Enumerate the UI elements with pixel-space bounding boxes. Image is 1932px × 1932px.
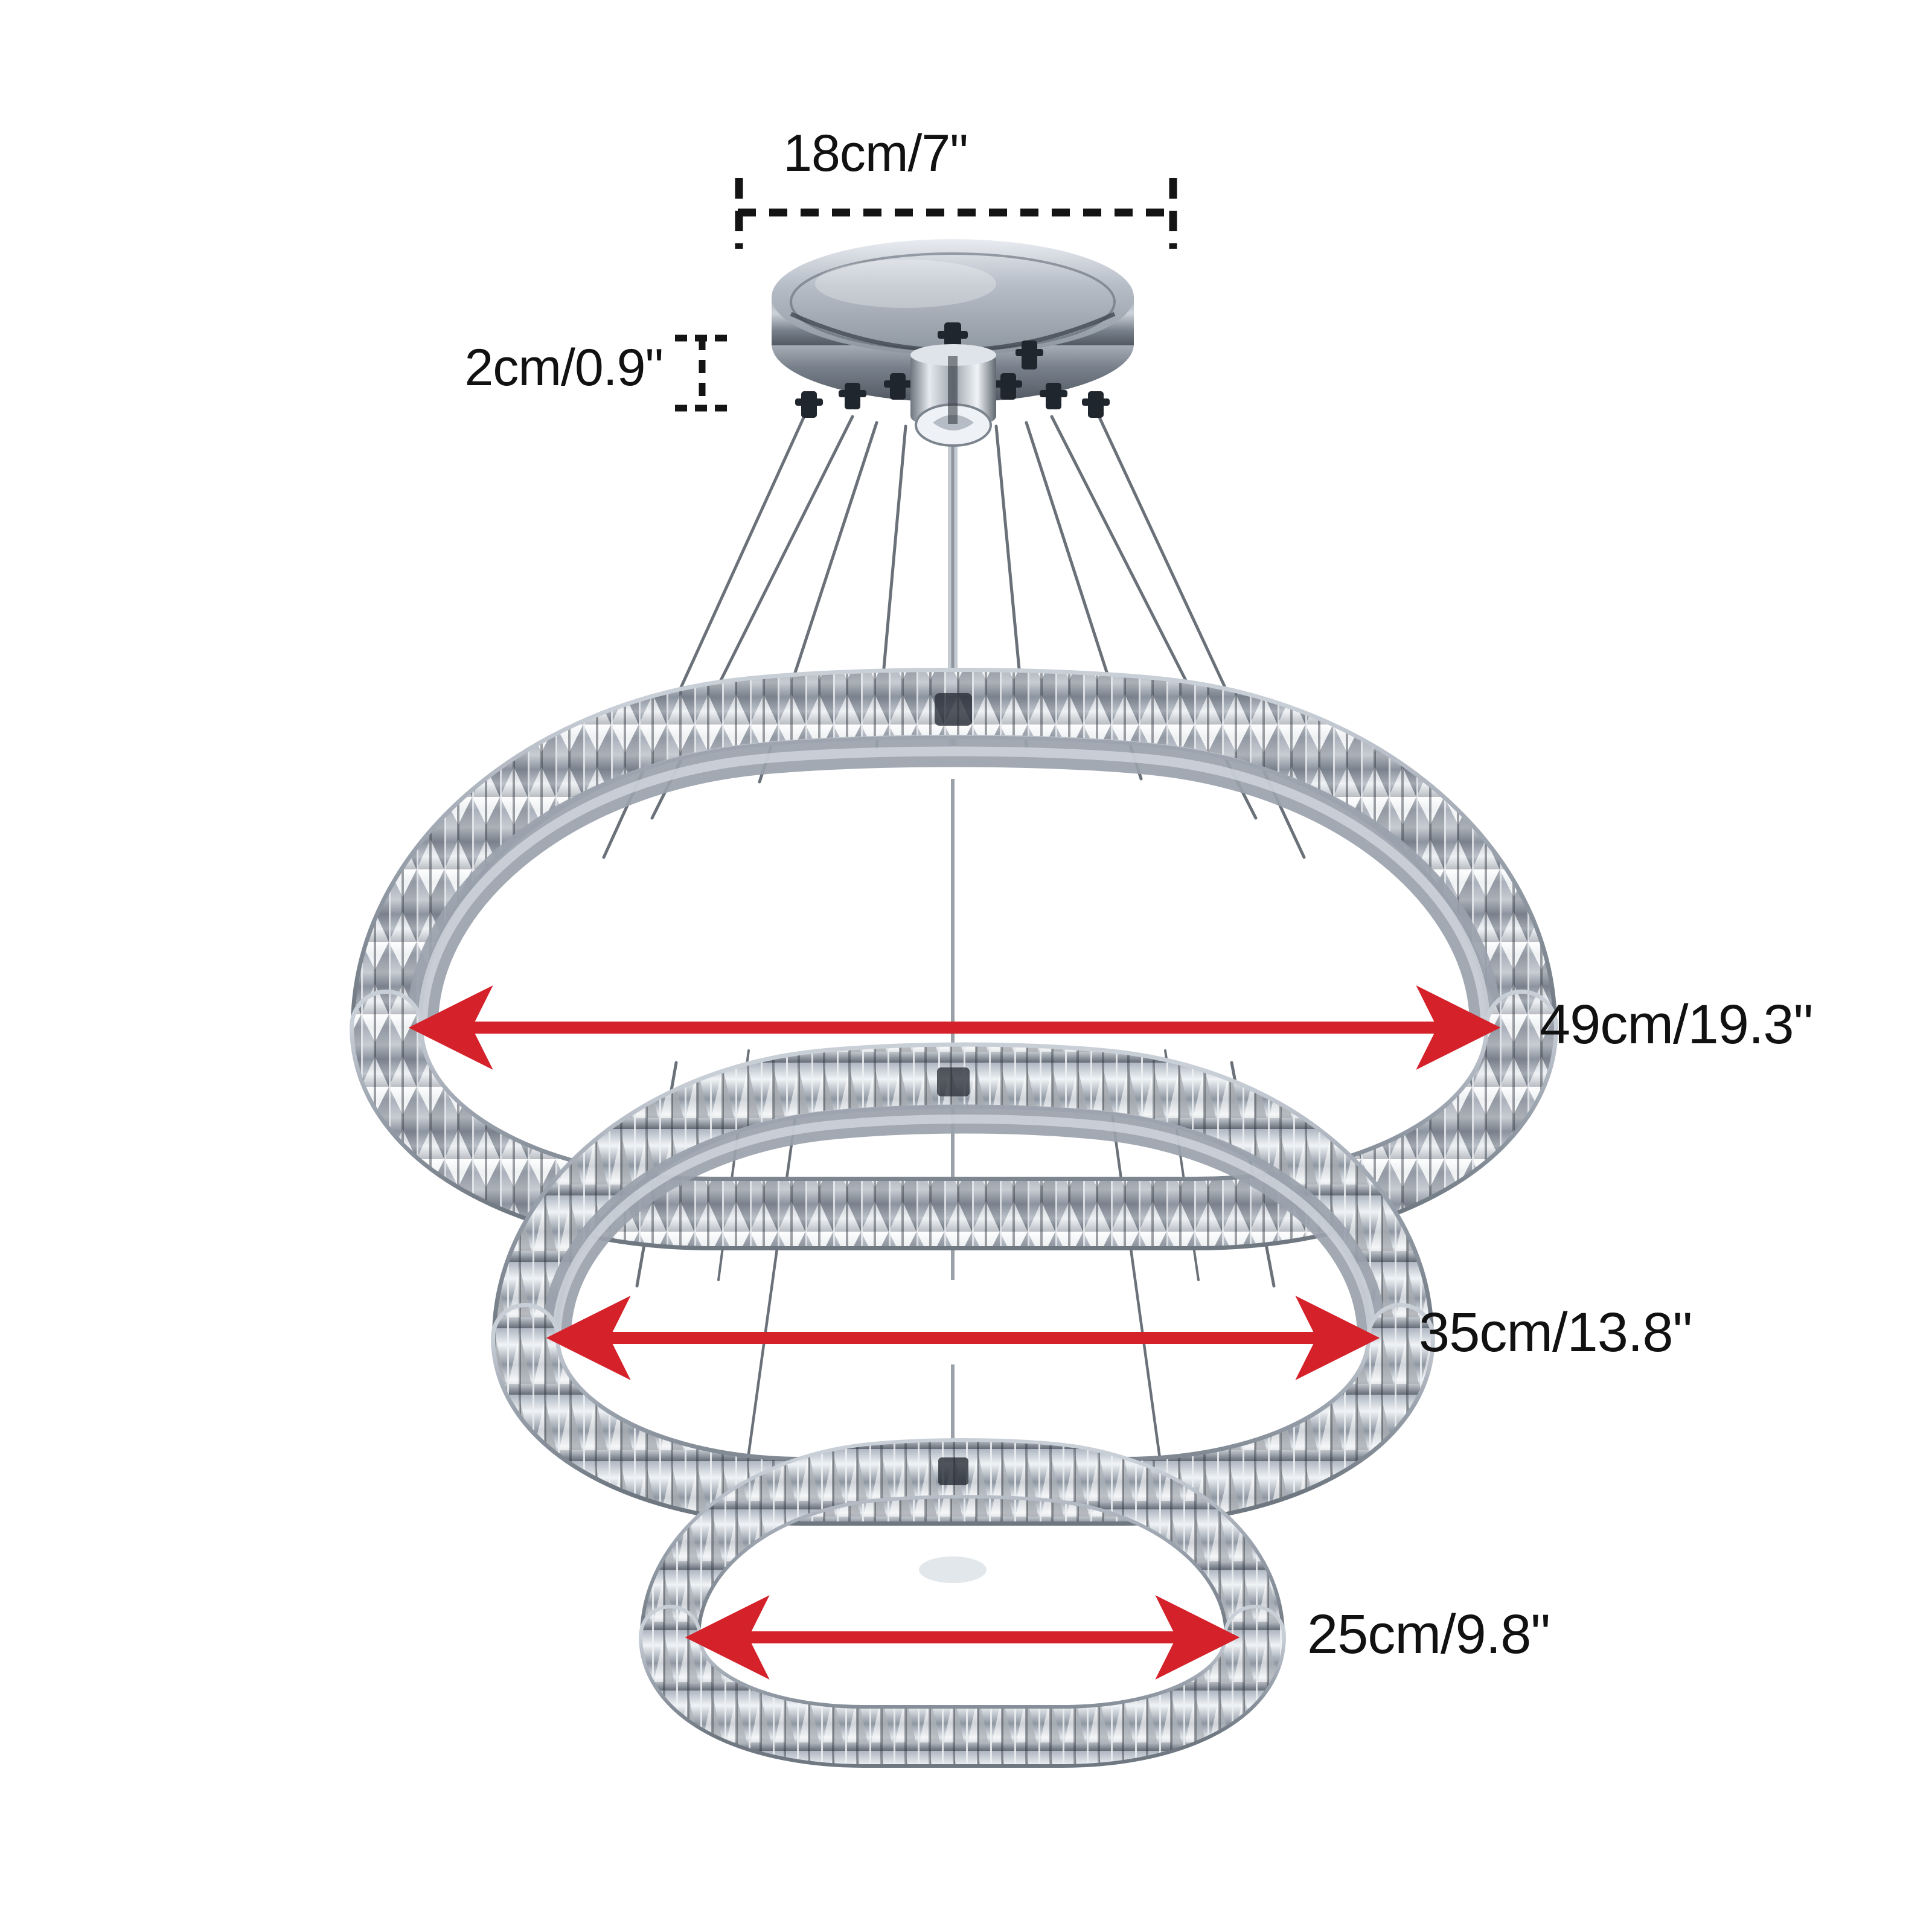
crystal-ring-bottom: [639, 1438, 1286, 1768]
canopy-width-label: 18cm/7": [783, 124, 968, 182]
canopy-center-cylinder: [910, 344, 996, 447]
ring-top-size-label: 49cm/19.3": [1540, 994, 1813, 1055]
canopy-height-dimension-marker: [675, 334, 731, 412]
canopy-width-dimension-marker: [735, 178, 1177, 249]
ring-middle-size-label: 35cm/13.8": [1419, 1302, 1692, 1363]
crystal-ring-top: [350, 668, 1558, 1251]
cable-clamp-fittings: [795, 322, 1110, 418]
red-dimension-arrows: [408, 985, 1501, 1680]
canopy-height-label: 2cm/0.9": [464, 339, 664, 397]
ring-bottom-size-label: 25cm/9.8": [1307, 1604, 1550, 1665]
crystal-ring-middle: [491, 1042, 1435, 1526]
